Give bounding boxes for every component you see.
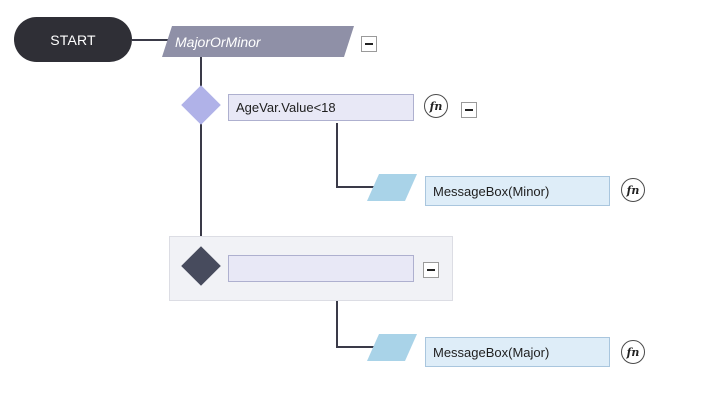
event-node-major-or-minor[interactable]: MajorOrMinor <box>162 26 354 57</box>
connector-if-down <box>336 123 338 188</box>
else-action-field-messagebox-major[interactable]: MessageBox(Major) <box>425 337 610 367</box>
if-action-shape[interactable] <box>367 174 417 201</box>
minus-icon <box>465 109 473 111</box>
if-action-field-messagebox-minor[interactable]: MessageBox(Minor) <box>425 176 610 206</box>
if-action-fn-button[interactable]: fn <box>621 178 645 202</box>
connector-start-event <box>132 39 172 41</box>
function-icon: fn <box>626 183 640 197</box>
event-collapse-button[interactable] <box>361 36 377 52</box>
else-collapse-button[interactable] <box>423 262 439 278</box>
connector-else-down <box>336 282 338 348</box>
start-node[interactable]: START <box>14 17 132 62</box>
else-action-fn-button[interactable]: fn <box>621 340 645 364</box>
else-condition-field[interactable] <box>228 255 414 282</box>
connector-main-vertical <box>200 57 202 287</box>
minus-icon <box>427 269 435 271</box>
if-condition-fn-button[interactable]: fn <box>424 94 448 118</box>
connector-if-action <box>336 186 376 188</box>
else-action-shape[interactable] <box>367 334 417 361</box>
minus-icon <box>365 43 373 45</box>
if-decision-diamond[interactable] <box>181 85 221 125</box>
connector-else-action <box>336 346 376 348</box>
function-icon: fn <box>429 99 443 113</box>
function-icon: fn <box>626 345 640 359</box>
if-collapse-button[interactable] <box>461 102 477 118</box>
if-condition-field[interactable]: AgeVar.Value<18 <box>228 94 414 121</box>
